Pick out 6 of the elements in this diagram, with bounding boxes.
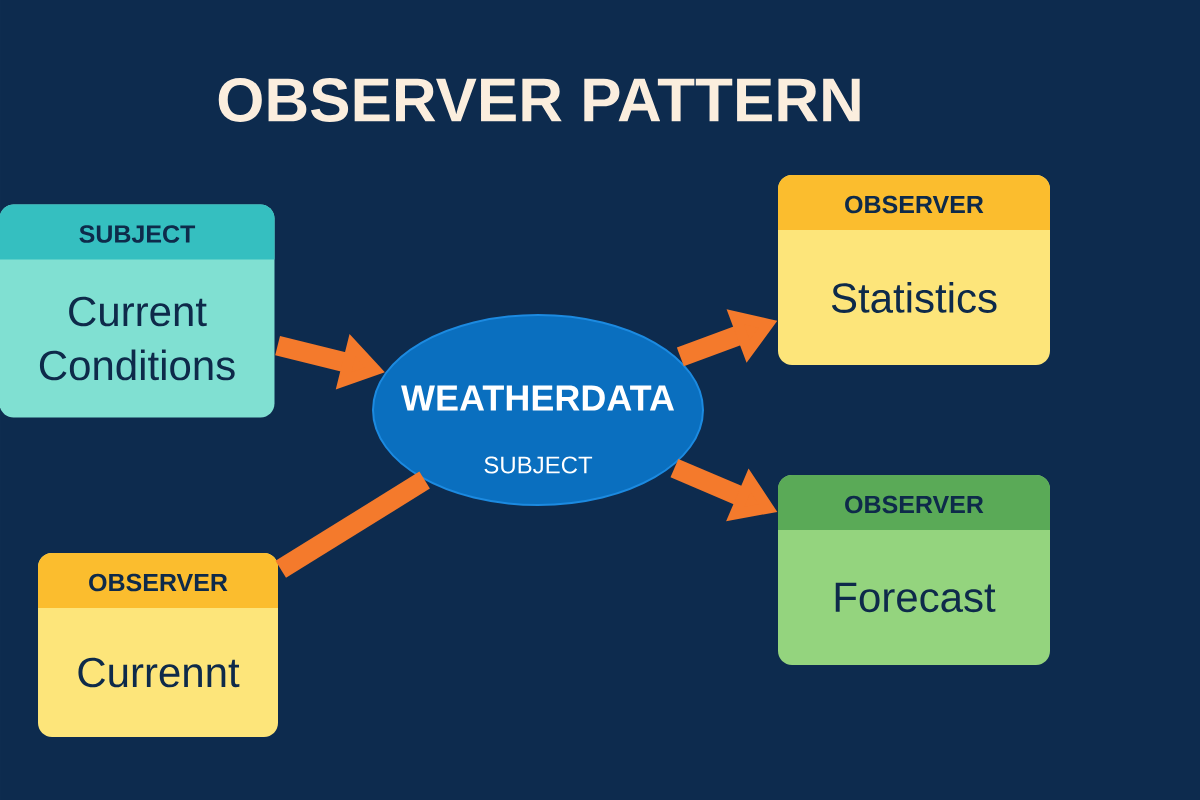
labelled-box: OBSERVER Currennt (38, 553, 278, 737)
labelled-box: OBSERVER Statistics (778, 175, 1050, 365)
title: OBSERVER PATTERN (218, 78, 860, 122)
labelled-box: SUBJECT Current Conditions (0, 204, 275, 418)
labelled-box: OBSERVER Forecast (778, 475, 1050, 665)
connector-line (275, 471, 430, 578)
